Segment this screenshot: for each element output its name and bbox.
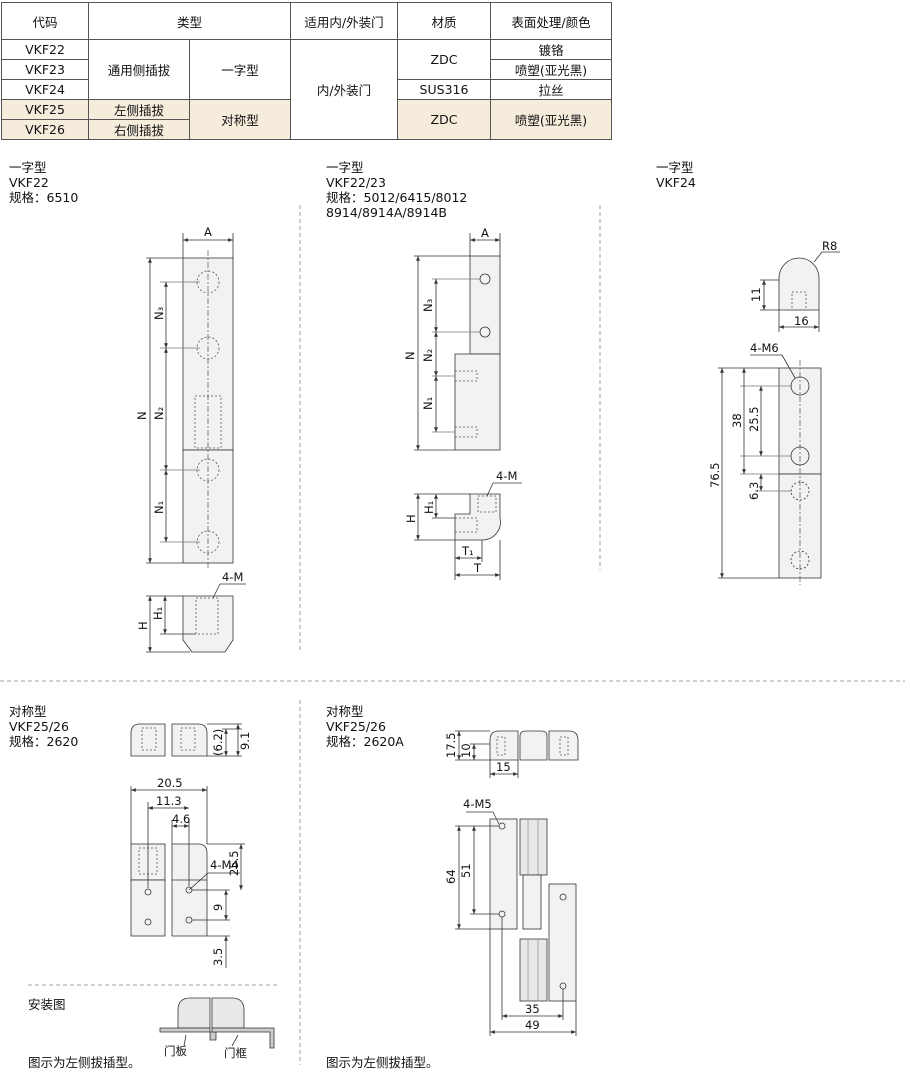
dim-4M: 4-M [222,570,243,584]
dim-N3: N₃ [421,298,435,312]
section-spec: 规格：6510 [9,190,79,205]
dim-9-1: 9.1 [238,732,252,750]
dim-3-5: 3.5 [211,948,225,966]
dim-T1: T₁ [461,544,474,558]
dim-R8: R8 [822,239,837,253]
dim-35: 35 [525,1002,540,1016]
dim-N3: N₃ [152,306,166,320]
dim-H: H [136,621,150,630]
dim-H1: H₁ [151,607,165,620]
material-cell: ZDC [397,99,491,140]
dim-N: N [135,411,149,420]
code-cell: VKF26 [1,119,89,140]
dim-4M: 4-M [496,469,517,483]
table-row: VKF23 喷塑(亚光黑) [1,59,612,80]
dim-49: 49 [525,1018,540,1032]
vkf24-drawing [718,251,840,585]
col-code: 代码 [1,2,89,40]
table-row: VKF26 右侧插拔 [1,119,612,140]
dim-9: 9 [211,904,225,911]
install-diagram [159,997,275,1049]
dim-15: 15 [496,760,511,774]
dim-A: A [481,226,489,240]
section-type: 一字型 [9,160,47,175]
door-cell: 内/外装门 [290,39,398,140]
dim-N2: N₂ [421,349,435,362]
dim-4M5: 4-M5 [463,797,492,811]
note-right: 图示为左侧拔插型。 [326,1055,439,1070]
vkf25-26a-drawing [455,730,579,1036]
dim-6-2: (6.2) [211,729,225,756]
table-row: VKF22 通用侧插拔 一字型 内/外装门 ZDC 镀铬 [1,39,612,140]
col-material: 材质 [397,2,491,40]
dim-51: 51 [459,863,473,878]
section-dividers [0,205,905,1065]
section-code: VKF25/26 [9,719,69,734]
code-cell: VKF25 [1,99,89,120]
section-vkf25-26a-label: 对称型 VKF25/26 规格：2620A [326,704,404,749]
dim-4M6: 4-M6 [750,341,779,355]
section-vkf24-label: 一字型 VKF24 [656,160,696,190]
table-row: VKF24 SUS316 拉丝 [1,79,612,100]
dim-6-3: 6.3 [747,482,761,500]
finish-cell: 喷塑(亚光黑) [490,59,612,80]
finish-cell: 喷塑(亚光黑) [490,99,612,140]
dim-10: 10 [459,743,473,758]
dim-H1: H₁ [422,501,436,514]
vkf25-26-drawing [130,723,245,968]
table-row: VKF25 左侧插拔 对称型 ZDC 喷塑(亚光黑) [1,99,612,140]
dim-N: N [403,351,417,360]
note-left: 图示为左侧拔插型。 [28,1055,141,1070]
dim-20-5: 20.5 [157,776,183,790]
section-code: VKF22/23 [326,175,386,190]
section-type: 一字型 [326,160,364,175]
dim-11-3: 11.3 [156,794,182,808]
section-vkf22-23-label: 一字型 VKF22/23 规格：5012/6415/8012 8914/8914… [326,160,467,220]
dim-16: 16 [794,314,809,328]
type-symmetric-cell: 对称型 [189,99,291,140]
section-type: 对称型 [326,704,364,719]
dim-64: 64 [444,869,458,884]
dim-T: T [473,561,482,575]
type-straight-cell: 一字型 [189,39,291,100]
section-vkf25-26-label: 对称型 VKF25/26 规格：2620 [9,704,78,749]
dim-17-5: 17.5 [444,732,458,758]
col-finish: 表面处理/颜色 [490,2,612,40]
section-spec-2: 8914/8914A/8914B [326,205,447,220]
label-door-panel: 门板 [164,1044,187,1058]
install-title: 安装图 [28,997,66,1012]
section-type: 对称型 [9,704,47,719]
section-type: 一字型 [656,160,694,175]
dim-N1: N₁ [421,397,435,410]
dim-38: 38 [730,413,744,428]
dim-4M4: 4-M4 [210,858,239,872]
dim-N2: N₂ [152,407,166,420]
type-right-cell: 右侧插拔 [88,119,190,140]
dim-H: H [404,514,418,523]
section-spec: 规格：5012/6415/8012 [326,190,468,205]
section-code: VKF24 [656,175,696,190]
section-spec: 规格：2620A [326,734,404,749]
type-general-cell: 通用侧插拔 [88,39,190,100]
dim-76-5: 76.5 [708,462,722,488]
dim-11: 11 [749,287,763,302]
dim-4-6: 4.6 [172,812,190,826]
section-code: VKF25/26 [326,719,386,734]
section-spec: 规格：2620 [9,734,79,749]
col-type: 类型 [88,2,291,40]
dim-A: A [204,225,212,239]
section-code: VKF22 [9,175,49,190]
label-door-frame: 门框 [224,1046,247,1060]
table-header-row: 代码 类型 适用内/外装门 材质 表面处理/颜色 [1,2,612,40]
spec-table: 代码 类型 适用内/外装门 材质 表面处理/颜色 VKF22 通用侧插拔 一字型… [1,2,612,140]
vkf22-23-drawing [414,233,522,580]
dim-25-5: 25.5 [227,850,241,876]
vkf22-drawing [146,233,246,653]
section-vkf22-label: 一字型 VKF22 规格：6510 [9,160,78,205]
dim-N1: N₁ [152,501,166,514]
code-cell: VKF24 [1,79,89,100]
dim-25-5: 25.5 [747,406,761,432]
